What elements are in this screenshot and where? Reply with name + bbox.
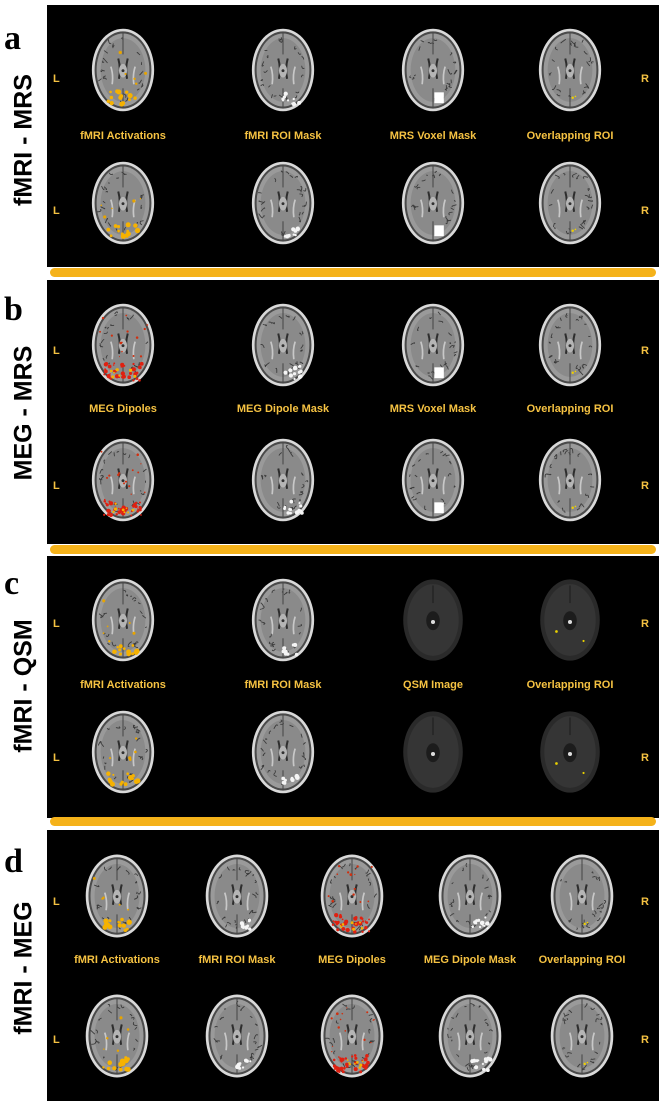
right-side-label: R	[641, 205, 649, 217]
brain-slice-image	[251, 303, 315, 387]
left-side-label: L	[53, 345, 60, 357]
left-side-label: L	[53, 618, 60, 630]
left-side-label: L	[53, 205, 60, 217]
image-caption: fMRI Activations	[74, 954, 160, 966]
brain-slice-image	[538, 28, 602, 112]
brain-slice-image	[251, 578, 315, 662]
brain-slice-image	[438, 854, 502, 938]
left-side-label: L	[53, 480, 60, 492]
brain-slice-image	[401, 28, 465, 112]
left-side-label: L	[53, 73, 60, 85]
brain-slice-image	[91, 28, 155, 112]
image-caption: Overlapping ROI	[526, 130, 614, 142]
image-caption: MRS Voxel Mask	[389, 403, 477, 415]
brain-slice-image	[540, 711, 600, 793]
right-side-label: R	[641, 480, 649, 492]
image-caption: MEG Dipoles	[89, 403, 157, 415]
image-caption: fMRI ROI Mask	[244, 130, 322, 142]
brain-slice-image	[401, 303, 465, 387]
brain-slice-image	[320, 994, 384, 1078]
image-caption: MEG Dipole Mask	[423, 954, 517, 966]
panel-title: MEG - MRS	[9, 345, 38, 481]
brain-slice-image	[320, 854, 384, 938]
brain-slice-image	[91, 578, 155, 662]
image-caption: QSM Image	[403, 679, 463, 691]
brain-slice-image	[438, 994, 502, 1078]
brain-slice-image	[251, 28, 315, 112]
brain-slice-image	[91, 710, 155, 794]
left-side-label: L	[53, 752, 60, 764]
image-caption: MEG Dipoles	[318, 954, 386, 966]
right-side-label: R	[641, 1034, 649, 1046]
panel-letter: a	[4, 20, 21, 57]
panel-separator-bar	[50, 268, 656, 277]
brain-slice-image	[205, 854, 269, 938]
panel-separator-bar	[50, 545, 656, 554]
image-caption: fMRI ROI Mask	[198, 954, 276, 966]
brain-slice-image	[85, 994, 149, 1078]
brain-slice-image	[401, 438, 465, 522]
brain-slice-image	[403, 579, 463, 661]
brain-slice-image	[91, 161, 155, 245]
brain-slice-image	[91, 303, 155, 387]
brain-slice-image	[85, 854, 149, 938]
brain-slice-image	[401, 161, 465, 245]
image-caption: Overlapping ROI	[526, 403, 614, 415]
image-caption: fMRI Activations	[80, 679, 166, 691]
panel-letter: d	[4, 843, 23, 880]
brain-slice-image	[550, 854, 614, 938]
brain-slice-image	[91, 438, 155, 522]
brain-slice-image	[205, 994, 269, 1078]
panel-title: fMRI - MEG	[9, 901, 38, 1035]
image-caption: Overlapping ROI	[538, 954, 626, 966]
brain-slice-image	[403, 711, 463, 793]
brain-slice-image	[538, 438, 602, 522]
panel-separator-bar	[50, 817, 656, 826]
brain-slice-image	[251, 161, 315, 245]
panel-title: fMRI - QSM	[9, 619, 38, 753]
right-side-label: R	[641, 618, 649, 630]
panel-title: fMRI - MRS	[9, 74, 38, 206]
panel-letter: c	[4, 565, 20, 602]
left-side-label: L	[53, 896, 60, 908]
brain-slice-image	[538, 161, 602, 245]
image-caption: fMRI ROI Mask	[244, 679, 322, 691]
right-side-label: R	[641, 73, 649, 85]
panel-letter: b	[4, 291, 23, 328]
brain-slice-image	[538, 303, 602, 387]
brain-slice-image	[540, 579, 600, 661]
brain-slice-image	[251, 710, 315, 794]
image-caption: fMRI Activations	[80, 130, 166, 142]
image-caption: Overlapping ROI	[526, 679, 614, 691]
right-side-label: R	[641, 896, 649, 908]
right-side-label: R	[641, 752, 649, 764]
image-caption: MEG Dipole Mask	[236, 403, 330, 415]
right-side-label: R	[641, 345, 649, 357]
left-side-label: L	[53, 1034, 60, 1046]
brain-slice-image	[251, 438, 315, 522]
image-caption: MRS Voxel Mask	[389, 130, 477, 142]
brain-slice-image	[550, 994, 614, 1078]
